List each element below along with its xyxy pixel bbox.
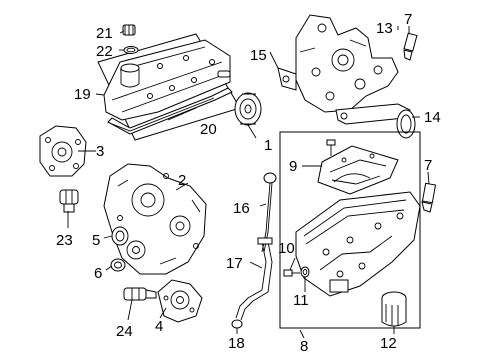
callout-23: 23 — [56, 232, 73, 249]
timing-cover-small — [39, 125, 87, 177]
callout-2: 2 — [178, 172, 186, 189]
callout-11: 11 — [293, 292, 309, 309]
callout-19: 19 — [74, 86, 91, 103]
callout-5: 5 — [92, 232, 100, 249]
oil-baffle — [317, 145, 399, 195]
oil-filter — [381, 291, 407, 327]
callout-6: 6 — [94, 265, 102, 282]
callout-24: 24 — [116, 323, 133, 340]
valve-cover-group — [97, 24, 241, 141]
callout-16: 16 — [233, 200, 250, 217]
oil-filler-neck — [120, 63, 140, 73]
callout-4: 4 — [155, 318, 163, 335]
callout-3: 3 — [96, 143, 104, 160]
callout-13: 13 — [376, 20, 393, 37]
sensor-24 — [123, 287, 157, 301]
sensor-upper — [403, 32, 418, 61]
callout-21: 21 — [96, 25, 113, 42]
drain-plug — [283, 269, 300, 277]
valve-cover — [103, 39, 231, 121]
callout-12: 12 — [380, 335, 397, 352]
callout-7-lower: 7 — [424, 157, 432, 174]
oil-filler-cap — [122, 24, 136, 36]
callout-18: 18 — [228, 335, 245, 352]
seal-5 — [111, 226, 129, 246]
gasket-15 — [277, 67, 297, 91]
callout-10: 10 — [278, 240, 295, 257]
callout-15: 15 — [250, 47, 267, 64]
drain-washer — [300, 266, 310, 278]
oil-pan — [295, 191, 421, 297]
callout-22: 22 — [96, 43, 113, 60]
callout-17: 17 — [226, 255, 243, 272]
callout-9: 9 — [289, 158, 297, 175]
o-ring-18 — [231, 319, 243, 329]
callout-8: 8 — [300, 338, 308, 355]
callout-labels: 1 2 3 4 5 6 7 7 8 9 10 11 12 13 14 15 16… — [56, 11, 441, 355]
water-pump — [157, 279, 203, 323]
front-cover — [103, 163, 207, 275]
sensor-23 — [59, 189, 79, 213]
callout-20: 20 — [200, 121, 217, 138]
callout-14: 14 — [424, 109, 441, 126]
valve-cover-gasket — [107, 87, 233, 135]
dipstick-tube — [235, 237, 273, 321]
crank-pulley — [234, 92, 262, 126]
balance-shaft-housing — [295, 14, 399, 113]
baffle-bolt — [326, 139, 336, 156]
callout-1: 1 — [264, 137, 272, 154]
callout-7-upper: 7 — [404, 11, 412, 28]
seal-6 — [110, 258, 126, 272]
sensor-lower — [421, 182, 437, 213]
leader-lines — [67, 26, 430, 339]
dipstick — [261, 172, 277, 253]
oil-pan-group-box — [279, 131, 421, 329]
cap-seal — [123, 46, 139, 54]
oil-pickup-tube — [335, 103, 416, 139]
